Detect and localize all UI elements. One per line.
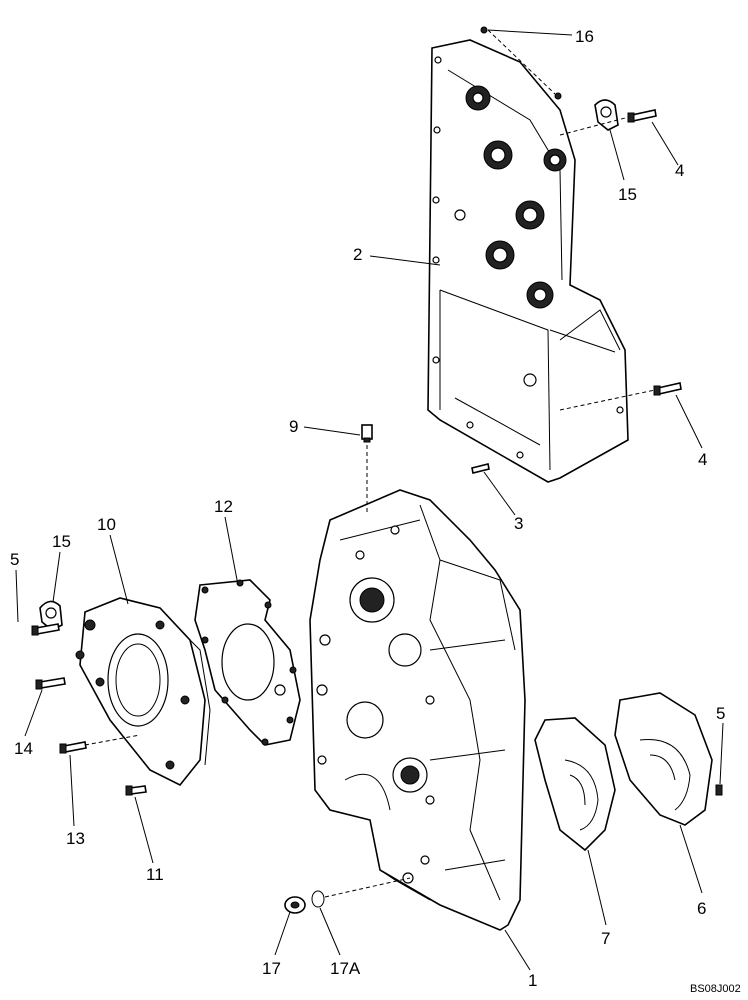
callout-17: 17 (262, 959, 281, 978)
bolt-4-upper[interactable] (627, 109, 657, 123)
callout-14: 14 (14, 739, 33, 758)
callout-9: 9 (289, 417, 299, 436)
callout-15-lower: 15 (52, 532, 71, 551)
bolt-11[interactable] (125, 785, 147, 796)
seal-ring-15-upper[interactable] (594, 99, 619, 131)
callout-10: 10 (97, 515, 116, 534)
callout-5-right: 5 (716, 704, 726, 723)
alignment-lines (84, 29, 656, 898)
plug-16[interactable] (480, 26, 562, 100)
seal-ring-15-lower[interactable] (39, 600, 63, 631)
callout-17a: 17A (330, 959, 361, 978)
callout-12: 12 (214, 497, 233, 516)
callout-3: 3 (514, 514, 524, 533)
plug-9[interactable] (361, 424, 373, 443)
callout-4-lower: 4 (698, 450, 708, 469)
bolt-5-right[interactable] (715, 784, 723, 796)
leader-lines (15, 29, 724, 971)
housing-upper-part[interactable] (427, 39, 629, 483)
drawing-code: BS08J002 (690, 983, 741, 995)
deflector-plate-6-part[interactable] (614, 692, 713, 826)
bolt-5-left[interactable] (31, 623, 60, 636)
callout-6: 6 (697, 899, 707, 918)
callout-11: 11 (146, 865, 164, 884)
callout-16: 16 (575, 27, 594, 46)
callout-13: 13 (66, 829, 85, 848)
gasket-part[interactable] (194, 579, 301, 746)
deflector-plate-7-part[interactable] (534, 717, 616, 852)
callout-1: 1 (528, 971, 538, 990)
bolt-4-lower[interactable] (653, 382, 682, 396)
callout-5-left: 5 (10, 550, 20, 569)
callout-7: 7 (601, 929, 611, 948)
bolt-14[interactable] (35, 677, 66, 690)
callout-15-upper: 15 (618, 185, 637, 204)
o-ring-17a[interactable] (311, 890, 325, 908)
callout-4-upper: 4 (675, 161, 685, 180)
main-case-part[interactable] (309, 489, 526, 931)
callout-2: 2 (353, 245, 363, 264)
pin-3[interactable] (471, 463, 490, 474)
bolt-13[interactable] (59, 741, 87, 754)
plug-17[interactable] (284, 896, 306, 914)
front-plate-part[interactable] (75, 597, 211, 787)
